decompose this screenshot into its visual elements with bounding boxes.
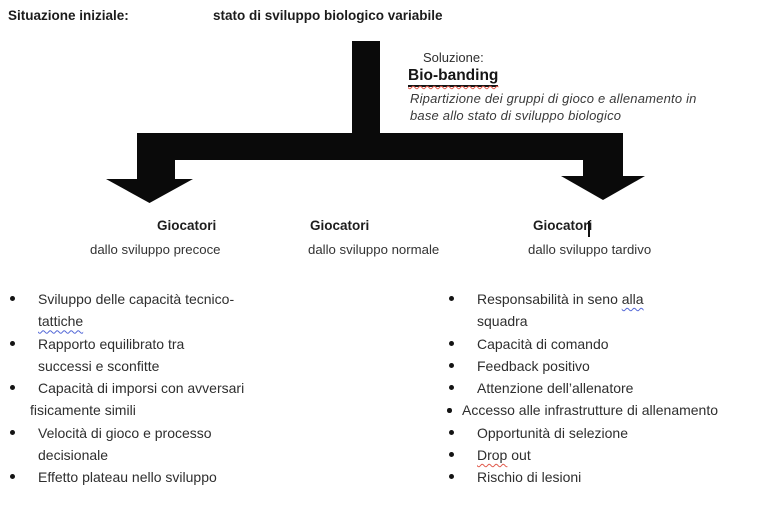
bullet-icon bbox=[449, 340, 454, 346]
list-item: Attenzione dell’allenatore bbox=[449, 377, 765, 399]
list-item-text: Effetto plateau nello sviluppo bbox=[38, 469, 217, 486]
list-item-line: Effetto plateau nello sviluppo bbox=[38, 466, 325, 488]
bullet-icon bbox=[449, 296, 454, 301]
list-item-text: successi e sconfitte bbox=[38, 357, 160, 374]
bullet-icon bbox=[10, 429, 15, 435]
list-item-text: Feedback positivo bbox=[477, 357, 590, 374]
bullet-icon bbox=[449, 474, 454, 480]
list-item: Drop out bbox=[449, 444, 765, 466]
solution-title: Bio-banding bbox=[408, 67, 499, 87]
list-item-line: Rischio di lesioni bbox=[477, 466, 765, 488]
list-item: Rapporto equilibrato tra successi e sconf… bbox=[10, 333, 325, 378]
list-item-line: Feedback positivo bbox=[477, 355, 765, 377]
list-item-text: out bbox=[507, 447, 531, 464]
list-item-text: Velocità di gioco e processo bbox=[38, 424, 212, 441]
bullet-icon bbox=[449, 385, 454, 391]
initial-situation-value: stato di sviluppo biologico variabile bbox=[213, 8, 443, 23]
list-item-line: tattiche bbox=[38, 310, 325, 332]
list-item-line: fisicamente simili bbox=[30, 399, 325, 421]
solution-label: Soluzione: bbox=[423, 50, 484, 65]
list-item-text: squadra bbox=[477, 313, 528, 330]
group-early-subtitle: dallo sviluppo precoce bbox=[90, 242, 221, 257]
list-item: Effetto plateau nello sviluppo bbox=[10, 466, 325, 488]
list-item-line: Sviluppo delle capacità tecnico- bbox=[38, 288, 325, 310]
list-item-text: Rischio di lesioni bbox=[477, 469, 582, 486]
initial-situation-label: Situazione iniziale: bbox=[8, 8, 129, 23]
spellcheck-flagged-text: alla bbox=[621, 291, 644, 307]
list-item-line: Responsabilità in seno alla bbox=[477, 288, 765, 310]
list-item-text: fisicamente simili bbox=[30, 402, 136, 419]
list-item-text: Capacità di comando bbox=[477, 335, 609, 352]
list-item: Accesso alle infrastrutture di allenamen… bbox=[447, 399, 765, 421]
group-normal-subtitle: dallo sviluppo normale bbox=[308, 242, 440, 257]
list-item-text: decisionale bbox=[38, 447, 109, 464]
list-item: Responsabilità in seno alla squadra bbox=[449, 288, 765, 333]
list-item-line: Accesso alle infrastrutture di allenamen… bbox=[462, 399, 765, 421]
list-item: Capacità di imporsi con avversari fisicam… bbox=[10, 377, 325, 422]
bullet-icon bbox=[10, 296, 15, 301]
early-developers-list: Sviluppo delle capacità tecnico-tattiche… bbox=[10, 288, 325, 489]
bullet-icon bbox=[10, 340, 15, 346]
bullet-icon bbox=[447, 408, 452, 413]
list-item-text: Responsabilità in seno bbox=[477, 291, 622, 307]
text-cursor bbox=[588, 221, 590, 237]
list-item-text: Rapporto equilibrato tra bbox=[38, 335, 185, 352]
list-item: Opportunità di selezione bbox=[449, 422, 765, 444]
solution-description-line1: Ripartizione dei gruppi di gioco e allen… bbox=[410, 91, 697, 106]
list-item-line: Velocità di gioco e processo bbox=[38, 422, 325, 444]
list-item-line: decisionale bbox=[38, 444, 325, 466]
list-item-line: Drop out bbox=[477, 444, 765, 466]
list-item-line: Attenzione dell’allenatore bbox=[477, 377, 765, 399]
list-item-text: Capacità di imporsi con avversari bbox=[38, 380, 245, 397]
bullet-icon bbox=[10, 474, 15, 480]
list-item-text: Opportunità di selezione bbox=[477, 424, 628, 441]
bullet-icon bbox=[449, 362, 454, 368]
group-late-title: Giocatori bbox=[533, 218, 593, 233]
list-item: Rischio di lesioni bbox=[449, 466, 765, 488]
list-item-line: Rapporto equilibrato tra bbox=[38, 333, 325, 355]
list-item: Capacità di comando bbox=[449, 333, 765, 355]
spellcheck-flagged-text: Drop bbox=[477, 447, 508, 464]
bullet-icon bbox=[10, 385, 15, 391]
spellcheck-flagged-text: tattiche bbox=[38, 313, 84, 330]
list-item-line: successi e sconfitte bbox=[38, 355, 325, 377]
list-item-text: Accesso alle infrastrutture di allenamen… bbox=[462, 402, 719, 419]
list-item: Sviluppo delle capacità tecnico-tattiche bbox=[10, 288, 325, 333]
group-late-subtitle: dallo sviluppo tardivo bbox=[528, 242, 652, 257]
list-item: Velocità di gioco e processo decisionale bbox=[10, 422, 325, 467]
solution-description-line2: base allo stato di sviluppo biologico bbox=[410, 108, 622, 123]
list-item-line: Opportunità di selezione bbox=[477, 422, 765, 444]
list-item-text: Attenzione dell’allenatore bbox=[477, 380, 634, 397]
group-normal-title: Giocatori bbox=[310, 218, 370, 233]
list-item-line: Capacità di comando bbox=[477, 333, 765, 355]
list-item-line: squadra bbox=[477, 310, 765, 332]
group-early-title: Giocatori bbox=[157, 218, 217, 233]
list-item: Feedback positivo bbox=[449, 355, 765, 377]
bullet-icon bbox=[449, 452, 454, 458]
list-item-line: Capacità di imporsi con avversari bbox=[38, 377, 325, 399]
bullet-icon bbox=[449, 429, 454, 435]
list-item-text: Sviluppo delle capacità tecnico- bbox=[38, 291, 235, 307]
